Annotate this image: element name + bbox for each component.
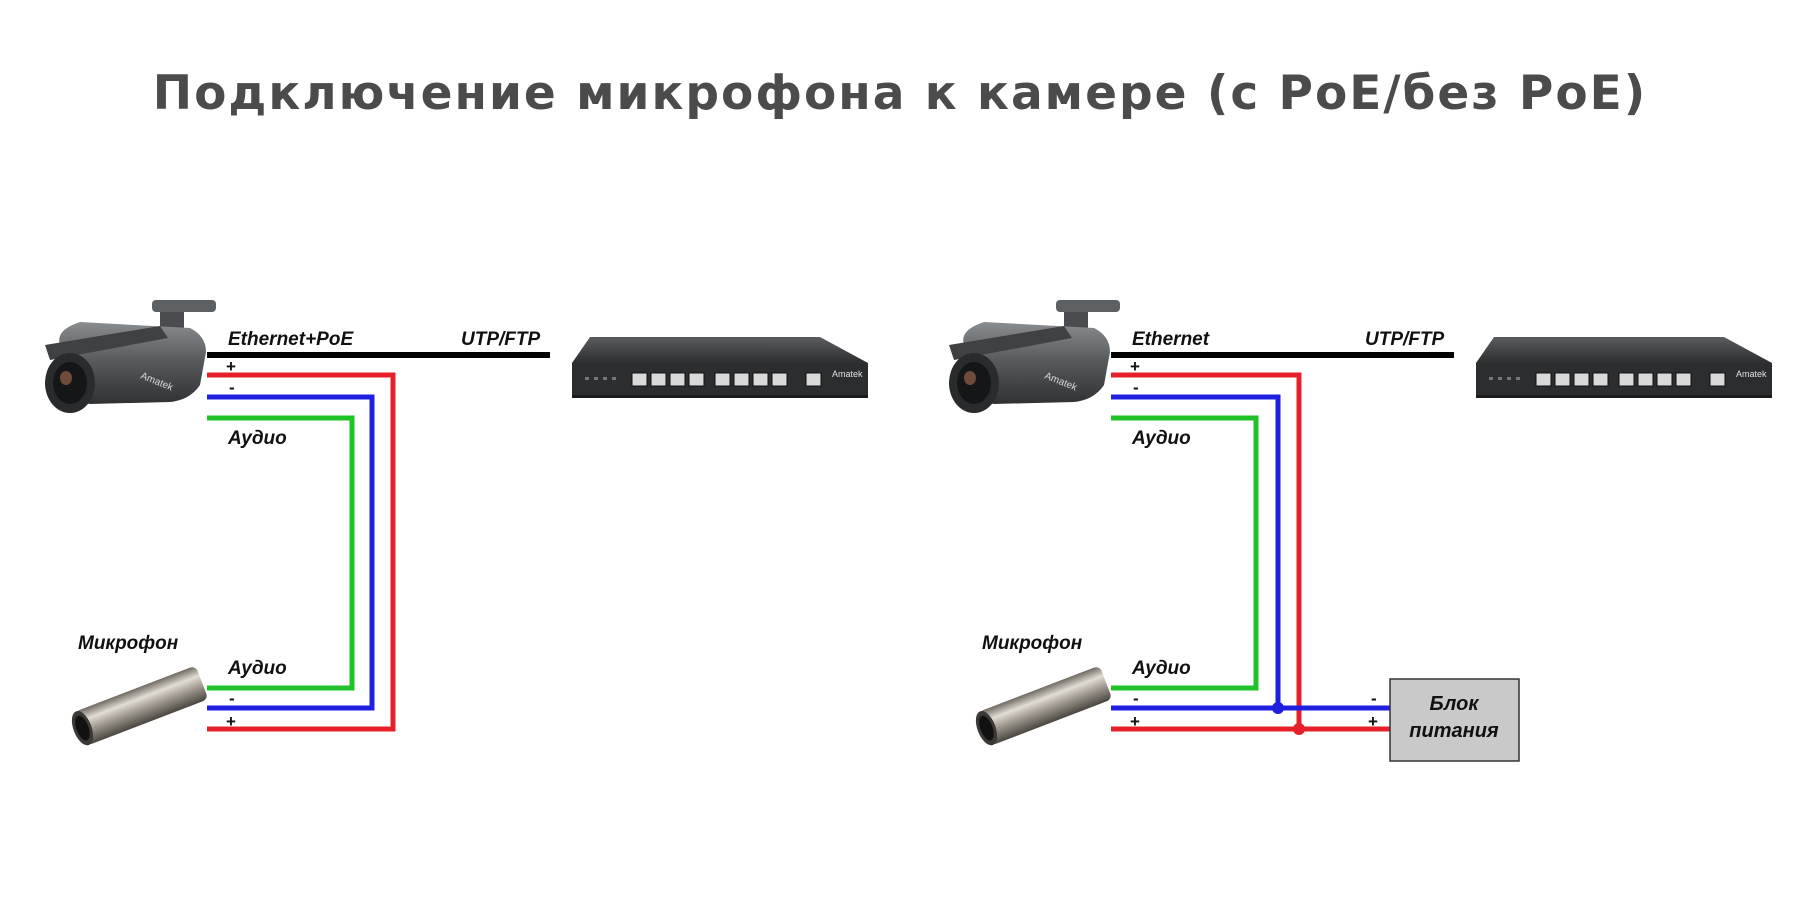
camera-audio-label: Аудио [227, 428, 287, 449]
utp-ftp-label: UTP/FTP [461, 329, 540, 350]
ethernet-poe-label: Ethernet+PoE [228, 329, 354, 350]
psu-minus-label: - [1371, 689, 1377, 708]
psu-label-line1: Блок [1430, 693, 1480, 715]
mic-plus-label: + [226, 712, 236, 731]
mic-audio-label: Аудио [227, 658, 287, 679]
green-audio-wire [207, 415, 355, 691]
utp-ftp-label: UTP/FTP [1365, 329, 1444, 350]
right-diagram-no-poe: Amatek Блок питания [949, 300, 1772, 762]
mic-audio-label: Аудио [1131, 658, 1191, 679]
page-title: Подключение микрофона к камере (с PoE/бе… [152, 66, 1648, 121]
mic-minus-label: - [1133, 689, 1139, 708]
red-junction-dot [1293, 723, 1305, 735]
switch-brand-logo: Amatek [832, 369, 863, 379]
ip-camera-image: Amatek [45, 300, 216, 413]
blue-ground-wire [207, 394, 375, 711]
camera-plus-label: + [1130, 357, 1140, 376]
microphone-label: Микрофон [78, 633, 179, 654]
mic-plus-label: + [1130, 712, 1140, 731]
poe-switch-image: Amatek [572, 337, 868, 398]
switch-image: Amatek [1476, 337, 1772, 398]
mic-minus-label: - [229, 689, 235, 708]
ip-camera-image: Amatek [949, 300, 1120, 413]
camera-plus-label: + [226, 357, 236, 376]
power-supply-box [1389, 678, 1520, 762]
microphone-image [975, 667, 1111, 746]
red-power-wire [207, 372, 396, 732]
psu-label-line2: питания [1409, 720, 1499, 742]
blue-junction-dot [1272, 702, 1284, 714]
blue-camera-ground-wire [1111, 394, 1281, 708]
camera-minus-label: - [1133, 378, 1139, 397]
ethernet-label: Ethernet [1132, 329, 1210, 350]
green-audio-wire [1111, 415, 1259, 691]
red-camera-power-wire [1111, 372, 1302, 729]
camera-minus-label: - [229, 378, 235, 397]
microphone-image [71, 667, 207, 746]
camera-audio-label: Аудио [1131, 428, 1191, 449]
left-diagram-poe: Amatek Amatek [45, 300, 868, 746]
psu-plus-label: + [1368, 712, 1378, 731]
switch-brand-logo: Amatek [1736, 369, 1767, 379]
microphone-label: Микрофон [982, 633, 1083, 654]
